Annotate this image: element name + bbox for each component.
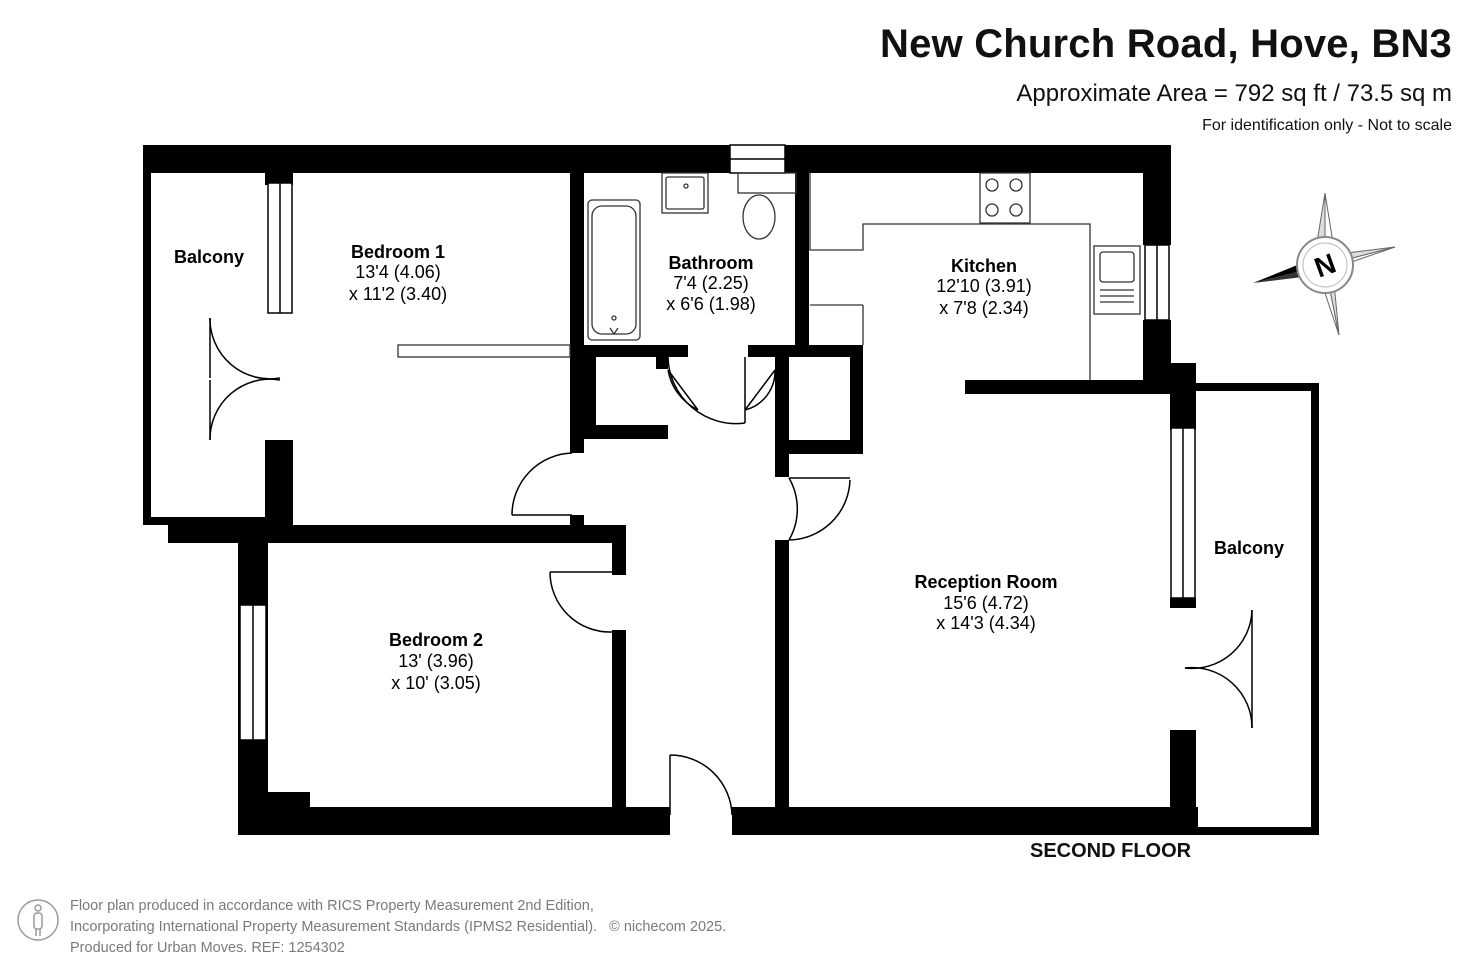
kitchen-dim1: 12'10 (3.91) <box>936 276 1032 296</box>
windows <box>240 145 1195 740</box>
wardrobe-rail <box>398 345 570 357</box>
north-compass-icon: N <box>1253 193 1395 335</box>
kitchen-dim2: x 7'8 (2.34) <box>939 298 1028 318</box>
footer-line2-wrap: Incorporating International Property Mea… <box>70 917 726 938</box>
footer-line1: Floor plan produced in accordance with R… <box>70 896 726 917</box>
bathroom-label: Bathroom <box>669 253 754 273</box>
footer-line2: Incorporating International Property Mea… <box>70 919 597 935</box>
bedroom2-dim1: 13' (3.96) <box>398 651 473 671</box>
person-icon <box>16 895 60 945</box>
bedroom2-dim2: x 10' (3.05) <box>391 673 480 693</box>
bath-icon <box>588 200 640 340</box>
kitchen-label: Kitchen <box>951 256 1017 276</box>
reception-label: Reception Room <box>914 572 1057 592</box>
footer-copyright: © nichecom 2025. <box>609 919 726 935</box>
basin-icon <box>662 173 708 213</box>
floor-label: SECOND FLOOR <box>1030 840 1191 863</box>
footer-line3: Produced for Urban Moves. REF: 1254302 <box>70 938 726 959</box>
walls <box>143 145 1319 835</box>
bedroom2-label: Bedroom 2 <box>389 630 483 650</box>
reception-dim1: 15'6 (4.72) <box>943 593 1029 613</box>
bathroom-dim1: 7'4 (2.25) <box>673 273 748 293</box>
bedroom1-label: Bedroom 1 <box>351 242 445 262</box>
kitchen-sink-icon <box>1094 246 1140 314</box>
bedroom1-dim2: x 11'2 (3.40) <box>349 284 447 304</box>
balcony-left-label: Balcony <box>174 247 244 267</box>
toilet-icon <box>738 173 796 193</box>
bedroom1-dim1: 13'4 (4.06) <box>355 262 441 282</box>
reception-dim2: x 14'3 (4.34) <box>936 613 1036 633</box>
footer-text: Floor plan produced in accordance with R… <box>70 896 726 959</box>
balcony-right-label: Balcony <box>1214 538 1284 558</box>
room-labels: Balcony Bedroom 1 13'4 (4.06) x 11'2 (3.… <box>174 242 1284 693</box>
bathroom-dim2: x 6'6 (1.98) <box>666 294 755 314</box>
